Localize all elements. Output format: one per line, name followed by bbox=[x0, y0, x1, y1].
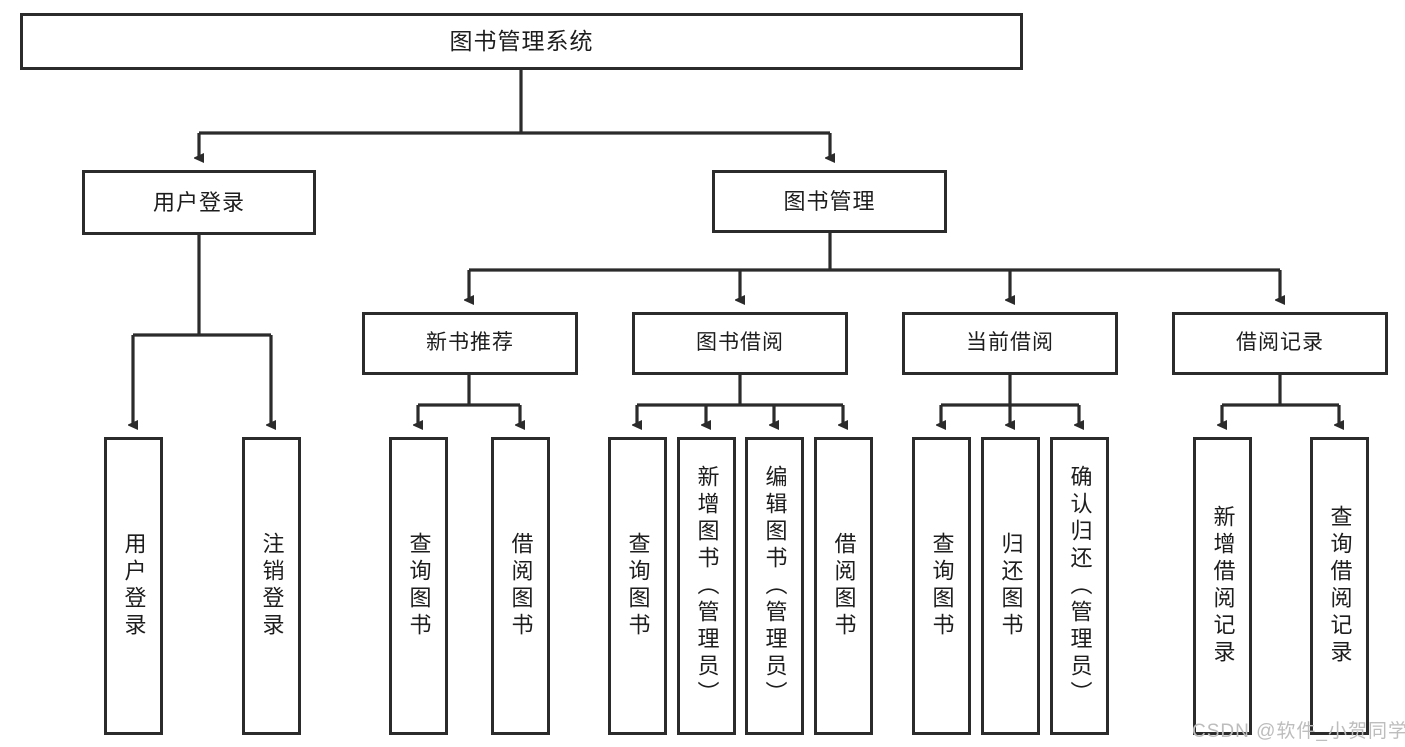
csdn-watermark: CSDN @软件_小贺同学 bbox=[1192, 721, 1405, 742]
node-book-management[interactable]: 图书管理 bbox=[712, 170, 947, 233]
leaf-recommend-query-book-label: 查询图书 bbox=[406, 532, 432, 640]
leaf-recommend-borrow-book[interactable]: 借阅图书 bbox=[491, 437, 550, 735]
node-new-book-recommend[interactable]: 新书推荐 bbox=[362, 312, 578, 375]
leaf-record-query-record[interactable]: 查询借阅记录 bbox=[1310, 437, 1369, 735]
leaf-borrow-borrow-book-label: 借阅图书 bbox=[831, 532, 857, 640]
leaf-user-login-signout-label: 注销登录 bbox=[259, 532, 285, 640]
node-new-book-recommend-label: 新书推荐 bbox=[426, 331, 514, 355]
leaf-user-login-signin[interactable]: 用户登录 bbox=[104, 437, 163, 735]
leaf-borrow-edit-book-admin[interactable]: 编辑图书（管理员） bbox=[745, 437, 804, 735]
leaf-recommend-borrow-book-label: 借阅图书 bbox=[508, 532, 534, 640]
node-book-borrow[interactable]: 图书借阅 bbox=[632, 312, 848, 375]
leaf-current-confirm-return-admin-label: 确认归还（管理员） bbox=[1067, 464, 1093, 708]
leaf-user-login-signin-label: 用户登录 bbox=[121, 532, 147, 640]
node-book-borrow-label: 图书借阅 bbox=[696, 331, 784, 355]
leaf-borrow-query-book[interactable]: 查询图书 bbox=[608, 437, 667, 735]
leaf-user-login-signout[interactable]: 注销登录 bbox=[242, 437, 301, 735]
node-user-login-label: 用户登录 bbox=[152, 189, 245, 215]
leaf-record-query-record-label: 查询借阅记录 bbox=[1327, 505, 1353, 667]
node-borrow-record-label: 借阅记录 bbox=[1236, 331, 1324, 355]
leaf-current-query-book-label: 查询图书 bbox=[929, 532, 955, 640]
leaf-recommend-query-book[interactable]: 查询图书 bbox=[389, 437, 448, 735]
node-borrow-record[interactable]: 借阅记录 bbox=[1172, 312, 1388, 375]
leaf-current-return-book[interactable]: 归还图书 bbox=[981, 437, 1040, 735]
leaf-record-add-record-label: 新增借阅记录 bbox=[1210, 505, 1236, 667]
leaf-borrow-add-book-admin[interactable]: 新增图书（管理员） bbox=[677, 437, 736, 735]
leaf-borrow-edit-book-admin-label: 编辑图书（管理员） bbox=[762, 464, 788, 708]
node-current-borrow[interactable]: 当前借阅 bbox=[902, 312, 1118, 375]
leaf-borrow-query-book-label: 查询图书 bbox=[625, 532, 651, 640]
leaf-current-confirm-return-admin[interactable]: 确认归还（管理员） bbox=[1050, 437, 1109, 735]
leaf-borrow-add-book-admin-label: 新增图书（管理员） bbox=[694, 464, 720, 708]
leaf-borrow-borrow-book[interactable]: 借阅图书 bbox=[814, 437, 873, 735]
leaf-current-query-book[interactable]: 查询图书 bbox=[912, 437, 971, 735]
node-root-system[interactable]: 图书管理系统 bbox=[20, 13, 1023, 70]
node-book-management-label: 图书管理 bbox=[783, 188, 876, 214]
node-user-login[interactable]: 用户登录 bbox=[82, 170, 316, 235]
leaf-record-add-record[interactable]: 新增借阅记录 bbox=[1193, 437, 1252, 735]
node-current-borrow-label: 当前借阅 bbox=[966, 331, 1054, 355]
node-root-system-label: 图书管理系统 bbox=[449, 28, 594, 55]
leaf-current-return-book-label: 归还图书 bbox=[998, 532, 1024, 640]
